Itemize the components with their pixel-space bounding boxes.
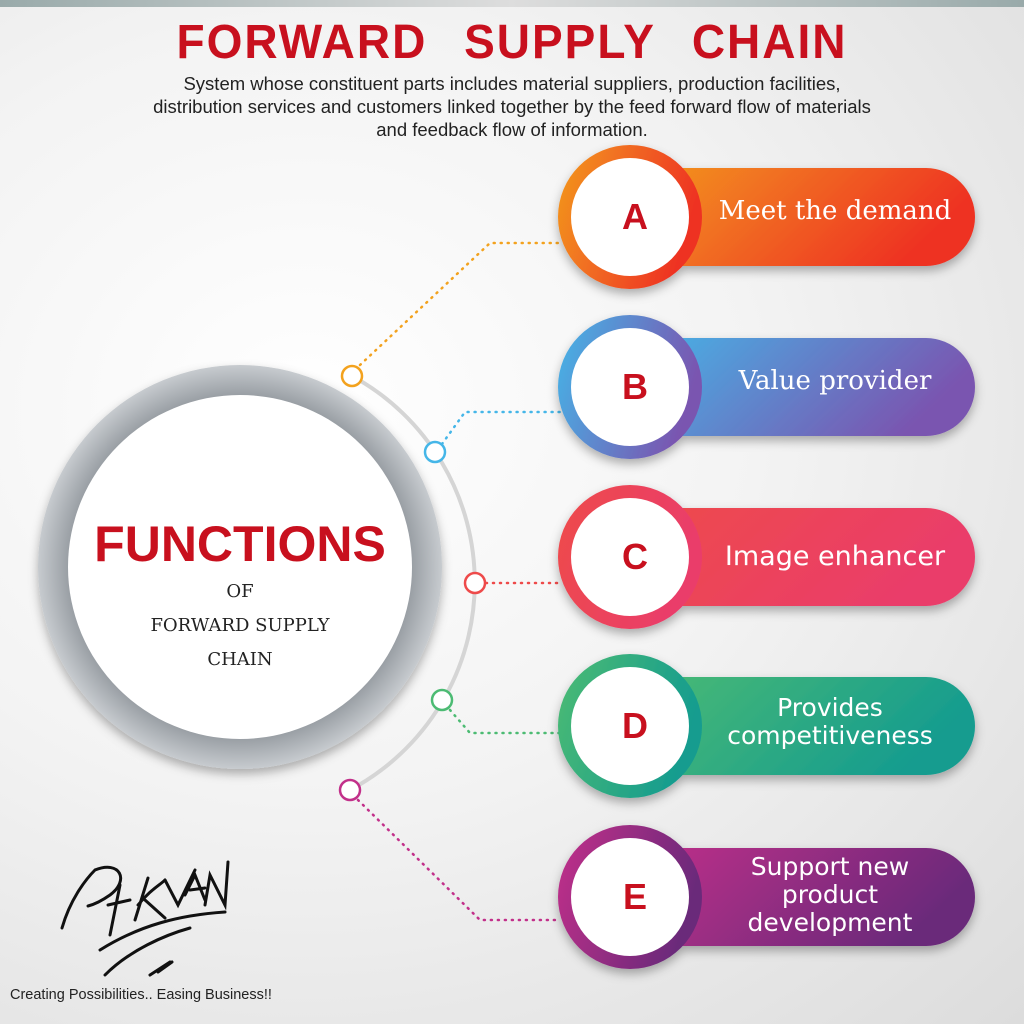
tagline: Creating Possibilities.. Easing Business… xyxy=(10,987,272,1003)
description: System whose constituent parts includes … xyxy=(10,72,1014,141)
letter-a: A xyxy=(622,196,648,237)
center-disc xyxy=(68,395,412,739)
top-border xyxy=(0,0,1024,7)
pill-c xyxy=(630,508,975,606)
connector-b xyxy=(440,410,562,446)
pill-d xyxy=(630,677,975,775)
label-e: Support new product development xyxy=(747,852,913,937)
connector-d xyxy=(448,708,562,735)
letter-b: B xyxy=(622,366,648,407)
center-title: FUNCTIONS xyxy=(94,516,386,572)
pill-a xyxy=(630,168,975,266)
description-line: System whose constituent parts includes … xyxy=(183,73,841,94)
page-title: FORWARD SUPPLY CHAIN xyxy=(176,13,848,69)
label-a: Meet the demand xyxy=(718,196,952,226)
description-line: distribution services and customers link… xyxy=(153,96,871,117)
connector-e xyxy=(356,798,562,922)
label-b: Value provider xyxy=(738,366,932,396)
center-line1: OF xyxy=(226,581,254,602)
label-d: Provides competitiveness xyxy=(727,693,933,750)
letter-d: D xyxy=(622,705,648,746)
node-b xyxy=(423,440,447,464)
label-c: Image enhancer xyxy=(724,541,946,572)
pill-b xyxy=(630,338,975,436)
letter-c: C xyxy=(622,536,648,577)
center-line3: CHAIN xyxy=(207,649,273,670)
node-d xyxy=(430,688,454,712)
node-a xyxy=(340,364,364,388)
letter-e: E xyxy=(622,876,647,917)
description-line: and feedback flow of information. xyxy=(376,119,648,140)
signature-logo xyxy=(60,860,230,977)
pill-e xyxy=(630,848,975,946)
center-line2: FORWARD SUPPLY xyxy=(150,615,330,636)
connector-a xyxy=(358,241,562,367)
node-e xyxy=(338,778,362,802)
node-c xyxy=(463,571,487,595)
